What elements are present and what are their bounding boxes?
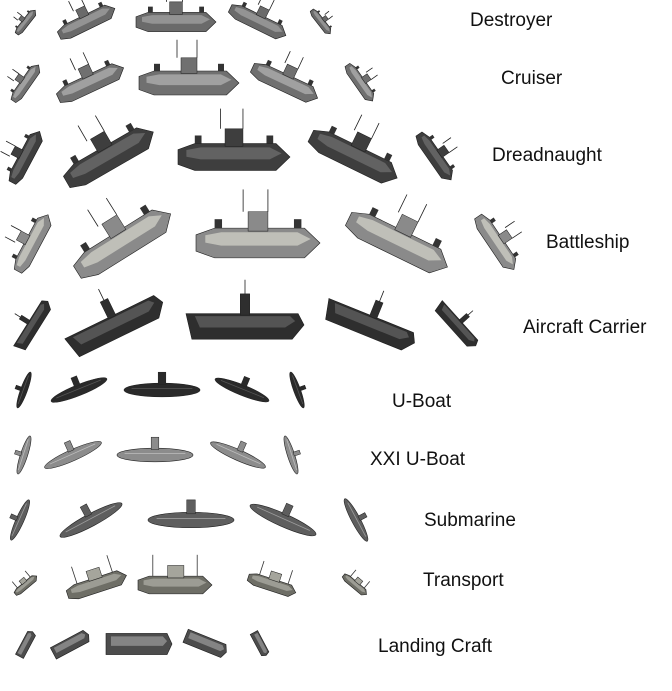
- u-boat-sprite-west-northwest: [50, 375, 108, 403]
- battleship-sprite-west-southwest: [345, 194, 448, 274]
- submarine-sprite-northwest: [9, 499, 30, 541]
- destroyer-sprite-southwest: [309, 8, 333, 35]
- unit-row-cruiser: Cruiser: [0, 39, 672, 108]
- xxi-u-boat-sprite-west: [116, 436, 194, 463]
- submarine-sprite-west-northwest: [59, 502, 123, 538]
- xxi-u-boat-sprite-west-southwest: [210, 440, 266, 469]
- xxi-u-boat-sprite-southwest: [283, 435, 301, 475]
- landing-craft-sprite-west: [105, 633, 173, 655]
- landing-craft-sprite-northwest: [15, 631, 36, 659]
- submarine-sprite-southwest: [343, 498, 369, 542]
- cruiser-sprite-west: [138, 39, 240, 96]
- destroyer-sprite-west: [135, 0, 217, 32]
- unit-label-u-boat: U-Boat: [392, 391, 452, 412]
- destroyer-sprite-northwest: [13, 9, 37, 36]
- unit-row-landing-craft: Landing Craft: [0, 624, 672, 664]
- destroyer-sprite-west-southwest: [227, 0, 287, 40]
- landing-craft-sprite-southwest: [249, 630, 270, 657]
- dreadnaught-sprite-west-northwest: [63, 115, 154, 189]
- unit-row-dreadnaught: Dreadnaught: [0, 108, 672, 192]
- transport-sprite-west-northwest: [65, 555, 127, 600]
- unit-label-battleship: Battleship: [546, 232, 630, 253]
- aircraft-carrier-sprite-west-southwest: [325, 290, 415, 351]
- unit-row-xxi-u-boat: XXI U-Boat: [0, 432, 672, 478]
- u-boat-sprite-northwest: [14, 371, 32, 409]
- unit-row-battleship: Battleship: [0, 189, 672, 280]
- unit-row-destroyer: Destroyer: [0, 0, 672, 42]
- submarine-sprite-west-southwest: [249, 502, 317, 537]
- unit-row-aircraft-carrier: Aircraft Carrier: [0, 279, 672, 358]
- u-boat-sprite-west: [123, 371, 201, 398]
- xxi-u-boat-sprite-northwest: [14, 435, 32, 475]
- cruiser-sprite-southwest: [344, 62, 378, 102]
- aircraft-carrier-sprite-west: [185, 279, 305, 340]
- submarine-sprite-west: [147, 499, 235, 529]
- landing-craft-sprite-west-northwest: [49, 630, 90, 660]
- dreadnaught-sprite-northwest: [0, 131, 43, 185]
- destroyer-sprite-west-northwest: [56, 0, 116, 40]
- unit-row-submarine: Submarine: [0, 492, 672, 548]
- battleship-sprite-west-northwest: [73, 197, 172, 279]
- u-boat-sprite-west-southwest: [214, 376, 270, 403]
- transport-sprite-west-southwest: [246, 560, 297, 597]
- unit-label-destroyer: Destroyer: [470, 10, 553, 31]
- unit-label-aircraft-carrier: Aircraft Carrier: [523, 317, 647, 338]
- unit-label-landing-craft: Landing Craft: [378, 636, 493, 657]
- u-boat-sprite-southwest: [289, 371, 307, 409]
- unit-row-u-boat: U-Boat: [0, 367, 672, 413]
- unit-label-submarine: Submarine: [424, 510, 516, 531]
- dreadnaught-sprite-southwest: [415, 131, 458, 181]
- battleship-sprite-northwest: [4, 214, 52, 274]
- xxi-u-boat-sprite-west-northwest: [44, 440, 102, 469]
- aircraft-carrier-sprite-southwest: [434, 300, 479, 347]
- aircraft-carrier-sprite-west-northwest: [64, 288, 164, 358]
- unit-label-dreadnaught: Dreadnaught: [492, 145, 602, 166]
- unit-label-transport: Transport: [423, 570, 504, 591]
- battleship-sprite-west: [195, 189, 321, 259]
- cruiser-sprite-west-northwest: [56, 52, 125, 103]
- transport-sprite-northwest: [11, 570, 38, 596]
- transport-sprite-southwest: [341, 569, 371, 596]
- transport-sprite-west: [137, 554, 213, 595]
- aircraft-carrier-sprite-northwest: [13, 300, 51, 351]
- landing-craft-sprite-west-southwest: [182, 628, 227, 658]
- unit-label-cruiser: Cruiser: [501, 68, 563, 89]
- battleship-sprite-southwest: [474, 213, 523, 270]
- cruiser-sprite-west-southwest: [250, 50, 319, 103]
- dreadnaught-sprite-west: [177, 108, 291, 171]
- cruiser-sprite-northwest: [7, 64, 41, 104]
- dreadnaught-sprite-west-southwest: [307, 114, 398, 184]
- unit-row-transport: Transport: [0, 554, 672, 610]
- unit-label-xxi-u-boat: XXI U-Boat: [370, 449, 466, 470]
